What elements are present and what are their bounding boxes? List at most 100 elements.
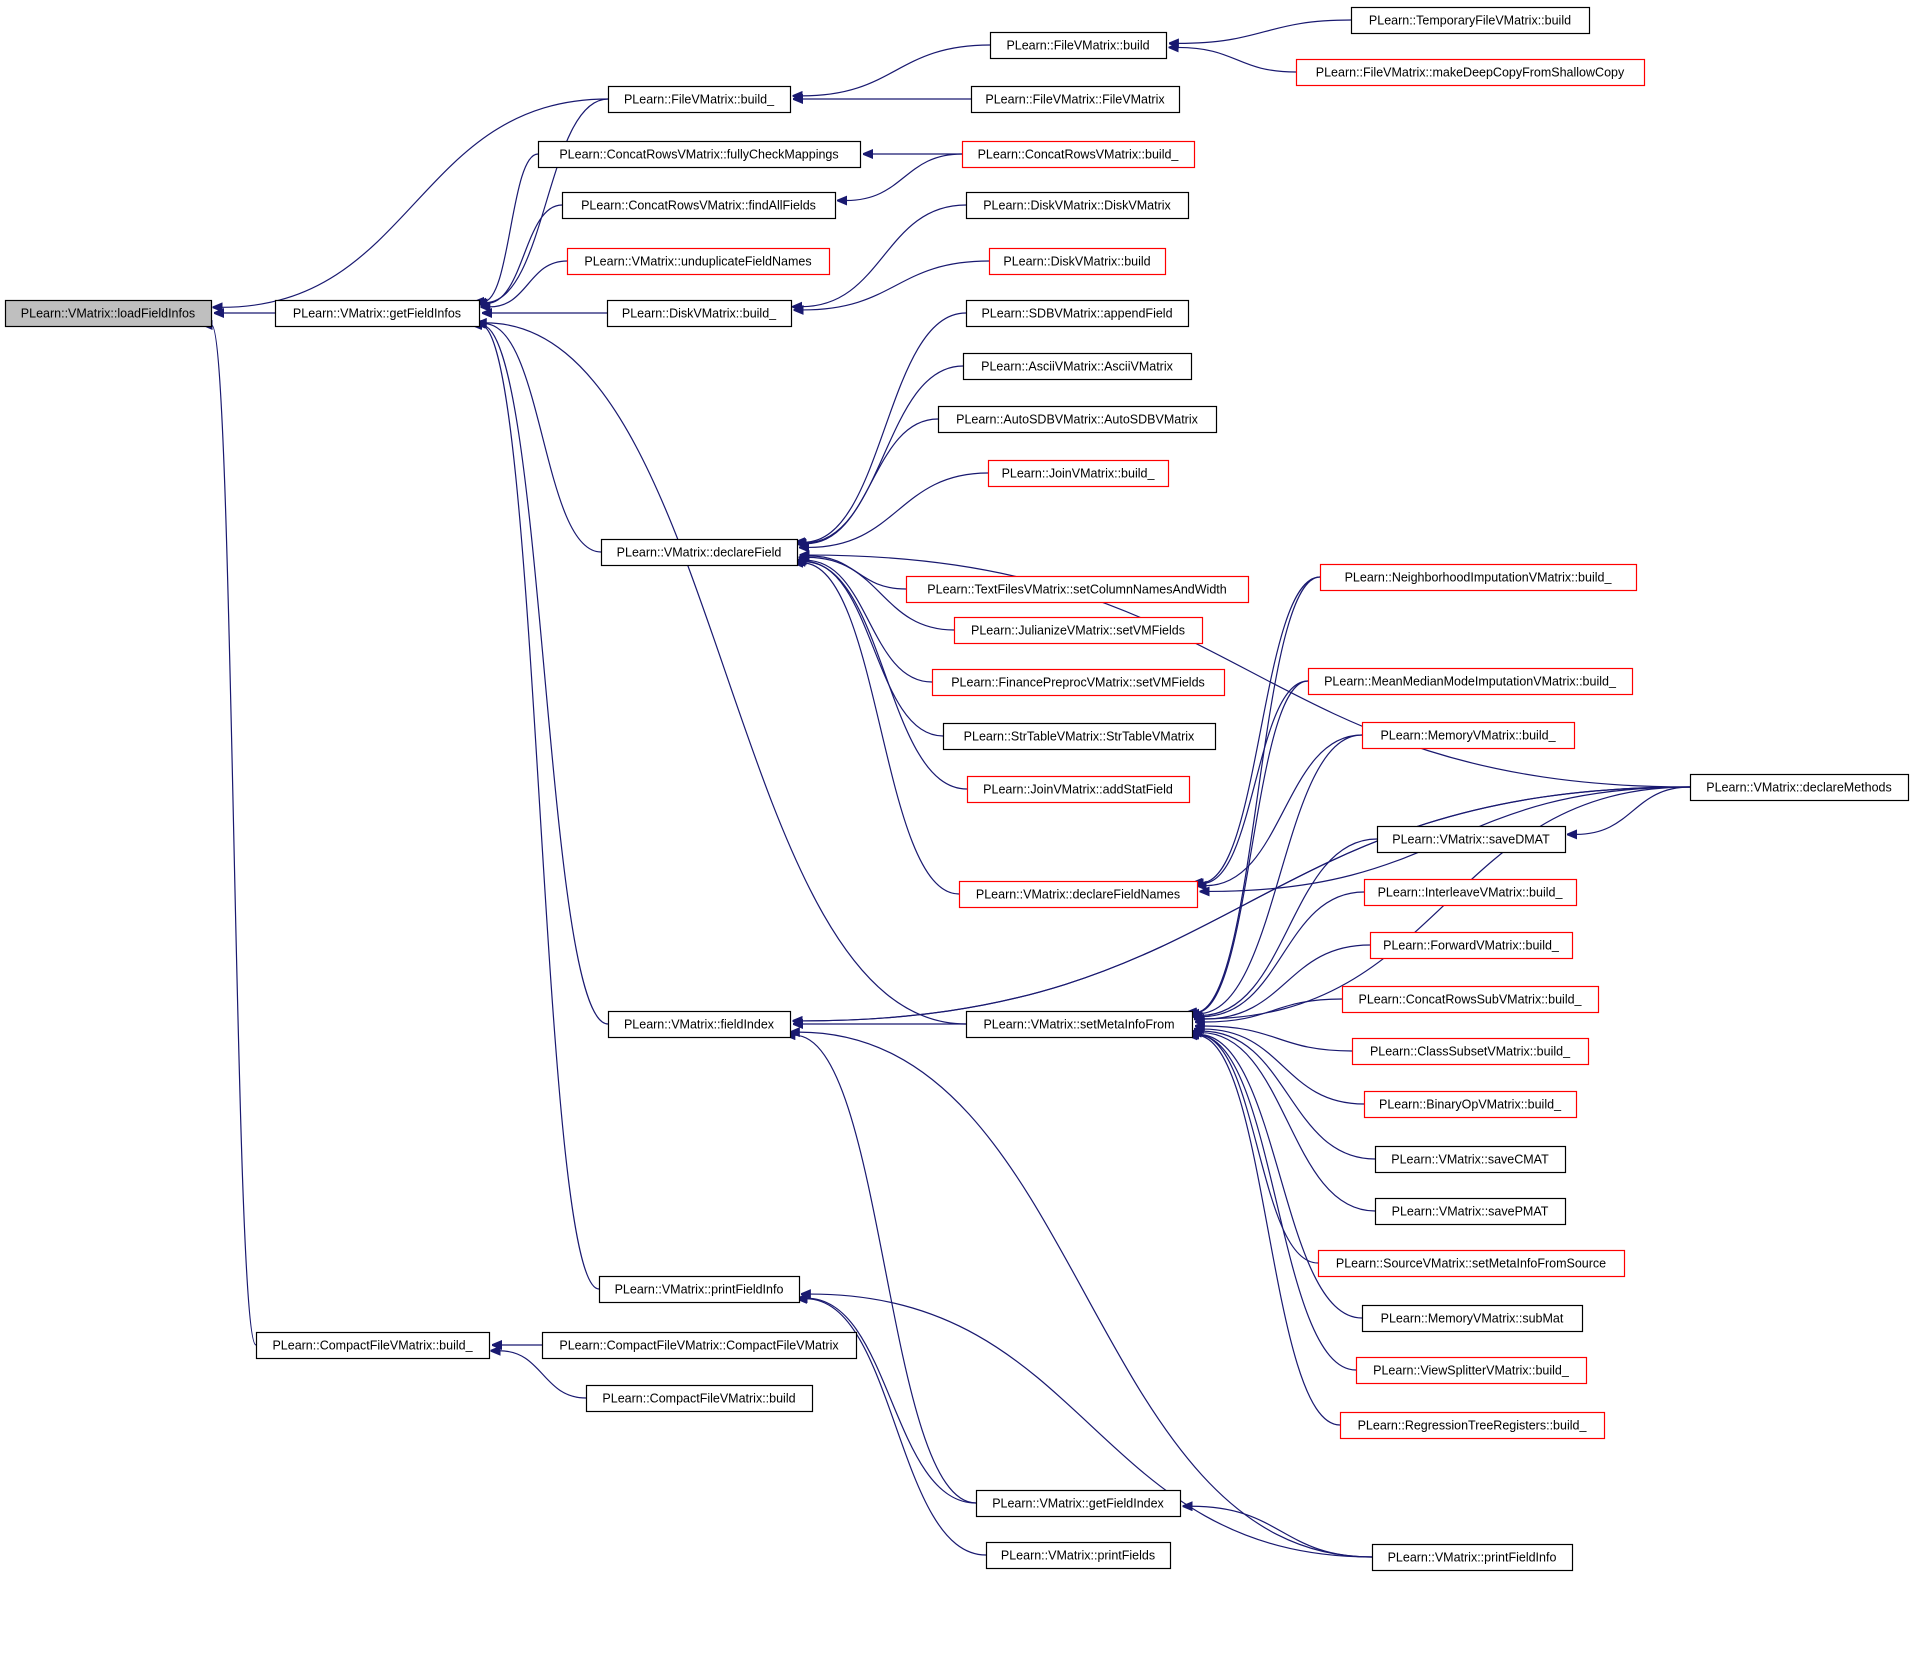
node-setmetainfofrom[interactable]: PLearn::VMatrix::setMetaInfoFrom [965, 1010, 1194, 1039]
edge-line [484, 324, 602, 553]
node-label: PLearn::FileVMatrix::build [1006, 39, 1149, 53]
node-savecmat[interactable]: PLearn::VMatrix::saveCMAT [1374, 1145, 1567, 1174]
node-label: PLearn::DiskVMatrix::build [1003, 255, 1150, 269]
edge-line [1178, 47, 1297, 73]
node-filebuild[interactable]: PLearn::FileVMatrix::build_ [607, 85, 792, 114]
node-label: PLearn::VMatrix::setMetaInfoFrom [983, 1018, 1174, 1032]
node-label: PLearn::TemporaryFileVMatrix::build [1369, 14, 1571, 28]
node-savedmat[interactable]: PLearn::VMatrix::saveDMAT [1376, 825, 1567, 854]
node-filebuild[interactable]: PLearn::FileVMatrix::build [989, 31, 1168, 60]
edge-line [489, 260, 568, 307]
node-concatsub[interactable]: PLearn::ConcatRowsSubVMatrix::build_ [1341, 985, 1600, 1014]
node-sdbappend[interactable]: PLearn::SDBVMatrix::appendField [965, 299, 1190, 328]
node-memorysubmat[interactable]: PLearn::MemoryVMatrix::subMat [1361, 1304, 1584, 1333]
node-label: PLearn::VMatrix::saveDMAT [1392, 833, 1550, 847]
node-neighborhood[interactable]: PLearn::NeighborhoodImputationVMatrix::b… [1319, 563, 1638, 592]
node-memorybuild[interactable]: PLearn::MemoryVMatrix::build_ [1361, 721, 1576, 750]
node-label: PLearn::VMatrix::saveCMAT [1391, 1153, 1549, 1167]
node-getfieldindex[interactable]: PLearn::VMatrix::getFieldIndex [975, 1489, 1182, 1518]
node-filedeepcopy[interactable]: PLearn::FileVMatrix::makeDeepCopyFromSha… [1295, 58, 1646, 87]
node-printfields[interactable]: PLearn::VMatrix::printFields [985, 1541, 1172, 1570]
edge-line [802, 786, 1691, 1021]
node-box [931, 668, 1226, 697]
edge-getfieldinfos-to-findallfields [486, 204, 563, 303]
node-julianize[interactable]: PLearn::JulianizeVMatrix::setVMFields [953, 616, 1204, 645]
node-label: PLearn::JoinVMatrix::build_ [1002, 467, 1156, 481]
node-printfieldinfo1[interactable]: PLearn::VMatrix::printFieldInfo [598, 1275, 801, 1304]
edge-line [1204, 1026, 1353, 1052]
node-savepmat[interactable]: PLearn::VMatrix::savePMAT [1374, 1197, 1567, 1226]
node-strtable[interactable]: PLearn::StrTableVMatrix::StrTableVMatrix [942, 722, 1217, 751]
edge-line [1178, 19, 1352, 43]
edge-diskbuild-to-diskctor [801, 204, 967, 307]
node-label: PLearn::JoinVMatrix::addStatField [983, 783, 1173, 797]
node-meanmedian[interactable]: PLearn::MeanMedianModeImputationVMatrix:… [1307, 667, 1634, 696]
node-fieldindex[interactable]: PLearn::VMatrix::fieldIndex [607, 1010, 792, 1039]
edge-setmetainfofrom-to-classsubset [1204, 1026, 1353, 1052]
node-classsubset[interactable]: PLearn::ClassSubsetVMatrix::build_ [1351, 1037, 1590, 1066]
edge-declarefieldnames-to-meanmedian [1203, 680, 1309, 883]
node-label: PLearn::CompactFileVMatrix::CompactFileV… [559, 1339, 839, 1353]
node-getfieldinfos[interactable]: PLearn::VMatrix::getFieldInfos [274, 299, 481, 328]
node-box [989, 31, 1168, 60]
edge-line [1200, 1033, 1376, 1212]
node-compactbuild[interactable]: PLearn::CompactFileVMatrix::build_ [255, 1331, 491, 1360]
node-box [600, 538, 799, 567]
node-concatbuild[interactable]: PLearn::ConcatRowsVMatrix::build_ [961, 140, 1196, 169]
node-finance[interactable]: PLearn::FinancePreprocVMatrix::setVMFiel… [931, 668, 1226, 697]
node-tempfilebuild[interactable]: PLearn::TemporaryFileVMatrix::build [1350, 6, 1591, 35]
node-declarefieldnames[interactable]: PLearn::VMatrix::declareFieldNames [958, 880, 1199, 909]
node-textfiles[interactable]: PLearn::TextFilesVMatrix::setColumnNames… [905, 575, 1250, 604]
node-binaryop[interactable]: PLearn::BinaryOpVMatrix::build_ [1363, 1090, 1578, 1119]
node-box [255, 1331, 491, 1360]
node-diskbuild[interactable]: PLearn::DiskVMatrix::build [988, 247, 1167, 276]
node-label: PLearn::VMatrix::savePMAT [1392, 1205, 1549, 1219]
node-box [1307, 667, 1634, 696]
node-joinaddstat[interactable]: PLearn::JoinVMatrix::addStatField [966, 775, 1191, 804]
node-regressiontree[interactable]: PLearn::RegressionTreeRegisters::build_ [1339, 1411, 1606, 1440]
edge-line [486, 204, 563, 303]
node-sourcesetmeta[interactable]: PLearn::SourceVMatrix::setMetaInfoFromSo… [1317, 1249, 1626, 1278]
node-joinbuild[interactable]: PLearn::JoinVMatrix::build_ [987, 459, 1170, 488]
node-box [598, 1275, 801, 1304]
node-fullycheck[interactable]: PLearn::ConcatRowsVMatrix::fullyCheckMap… [537, 140, 862, 169]
node-findallfields[interactable]: PLearn::ConcatRowsVMatrix::findAllFields [561, 191, 837, 220]
node-declaremethods[interactable]: PLearn::VMatrix::declareMethods [1689, 773, 1910, 802]
node-box [607, 1010, 792, 1039]
node-asciictor[interactable]: PLearn::AsciiVMatrix::AsciiVMatrix [962, 352, 1193, 381]
edge-printfieldinfo1-to-printfields [806, 1299, 987, 1556]
edge-getfieldindex-to-printfieldinfo2 [1192, 1506, 1373, 1558]
node-label: PLearn::VMatrix::loadFieldInfos [21, 307, 195, 321]
node-forward[interactable]: PLearn::ForwardVMatrix::build_ [1369, 931, 1574, 960]
node-label: PLearn::ConcatRowsSubVMatrix::build_ [1358, 993, 1582, 1007]
edge-declarefield-to-declarefieldnames [802, 563, 960, 895]
node-printfieldinfo2[interactable]: PLearn::VMatrix::printFieldInfo [1371, 1543, 1574, 1572]
node-box [1361, 1304, 1584, 1333]
node-viewsplitter[interactable]: PLearn::ViewSplitterVMatrix::build_ [1355, 1356, 1588, 1385]
node-label: PLearn::SDBVMatrix::appendField [981, 307, 1172, 321]
edge-line [804, 312, 967, 542]
node-diskctor[interactable]: PLearn::DiskVMatrix::DiskVMatrix [965, 191, 1190, 220]
node-label: PLearn::VMatrix::fieldIndex [624, 1018, 775, 1032]
edge-fieldindex-to-declaremethods [802, 786, 1691, 1021]
edge-filebuild-to-filedeepcopy [1178, 47, 1297, 73]
node-label: PLearn::VMatrix::getFieldIndex [992, 1497, 1164, 1511]
node-filector[interactable]: PLearn::FileVMatrix::FileVMatrix [970, 85, 1181, 114]
node-box [962, 352, 1193, 381]
node-diskbuild[interactable]: PLearn::DiskVMatrix::build_ [606, 299, 793, 328]
edge-declarefield-to-asciictor [805, 365, 964, 543]
node-loadfieldinfos[interactable]: PLearn::VMatrix::loadFieldInfos [4, 299, 213, 328]
node-declarefield[interactable]: PLearn::VMatrix::declareField [600, 538, 799, 567]
node-unduplicate[interactable]: PLearn::VMatrix::unduplicateFieldNames [566, 247, 831, 276]
node-box [1369, 931, 1574, 960]
node-box [566, 247, 831, 276]
edge-printfieldinfo1-to-getfieldindex [807, 1298, 977, 1504]
node-autosdbctor[interactable]: PLearn::AutoSDBVMatrix::AutoSDBVMatrix [937, 405, 1218, 434]
edge-setmetainfofrom-to-sourcesetmeta [1198, 1035, 1319, 1264]
node-box [1374, 1197, 1567, 1226]
node-interleave[interactable]: PLearn::InterleaveVMatrix::build_ [1363, 878, 1578, 907]
edge-setmetainfofrom-to-savepmat [1200, 1033, 1376, 1212]
edge-line [846, 153, 963, 201]
node-compactbuild[interactable]: PLearn::CompactFileVMatrix::build [585, 1384, 814, 1413]
node-compactctor[interactable]: PLearn::CompactFileVMatrix::CompactFileV… [541, 1331, 858, 1360]
